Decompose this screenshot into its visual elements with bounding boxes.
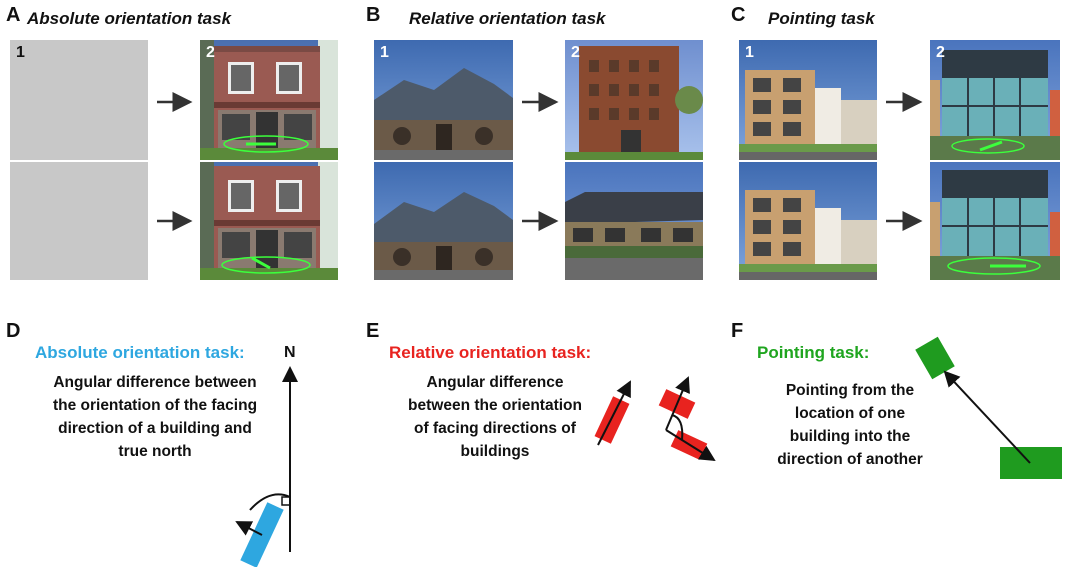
angle-arc-d bbox=[249, 493, 291, 511]
image-c2-top: 2 bbox=[930, 40, 1060, 160]
panel-letter-f: F bbox=[731, 320, 744, 342]
facing-arrow-e1 bbox=[597, 380, 631, 446]
panel-letter-b: B bbox=[366, 4, 381, 26]
image-b2-bottom bbox=[565, 162, 703, 280]
facing-arrow-e2 bbox=[665, 376, 690, 431]
subtitle-f: Pointing task: bbox=[757, 343, 870, 362]
panel-letter-a: A bbox=[6, 4, 21, 26]
panel-title-a: Absolute orientation task bbox=[27, 9, 232, 28]
facing-arrow-e3 bbox=[665, 429, 716, 462]
building-e1 bbox=[594, 396, 630, 444]
panel-letter-e: E bbox=[366, 320, 380, 342]
pointing-arrow bbox=[943, 370, 1031, 464]
image-b1-bottom bbox=[374, 162, 513, 280]
building-f2 bbox=[1000, 447, 1062, 479]
image-number: 2 bbox=[936, 44, 945, 61]
panel-letter-d: D bbox=[6, 320, 21, 342]
panel-letter-c: C bbox=[731, 4, 746, 26]
image-number: 1 bbox=[745, 44, 754, 61]
north-label: N bbox=[284, 344, 296, 361]
image-number: 1 bbox=[380, 44, 389, 61]
image-number: 2 bbox=[206, 44, 215, 61]
description-e: Angular difference between the orientati… bbox=[408, 374, 582, 460]
image-c2-bottom bbox=[930, 162, 1060, 280]
description-f: Pointing from the location of one buildi… bbox=[777, 382, 923, 468]
image-a1-top: 1 bbox=[10, 40, 148, 160]
image-number: 2 bbox=[571, 44, 580, 61]
image-c1-bottom bbox=[739, 162, 877, 280]
image-b1-top: 1 bbox=[374, 40, 513, 160]
subtitle-e: Relative orientation task: bbox=[389, 343, 592, 362]
facing-arrow-d bbox=[235, 521, 263, 536]
image-c1-top: 1 bbox=[739, 40, 877, 160]
panel-title-c: Pointing task bbox=[768, 9, 875, 28]
image-number: 1 bbox=[16, 44, 25, 61]
building-f1 bbox=[915, 336, 955, 380]
image-a2-top: 2 bbox=[200, 40, 338, 160]
subtitle-d: Absolute orientation task: bbox=[35, 343, 245, 362]
angle-arc-e bbox=[671, 414, 684, 441]
description-d: Angular difference between the orientati… bbox=[52, 374, 258, 460]
image-b2-top: 2 bbox=[565, 40, 703, 160]
image-a1-bottom bbox=[10, 162, 148, 280]
panel-title-b: Relative orientation task bbox=[409, 9, 606, 28]
image-a2-bottom bbox=[200, 162, 338, 280]
